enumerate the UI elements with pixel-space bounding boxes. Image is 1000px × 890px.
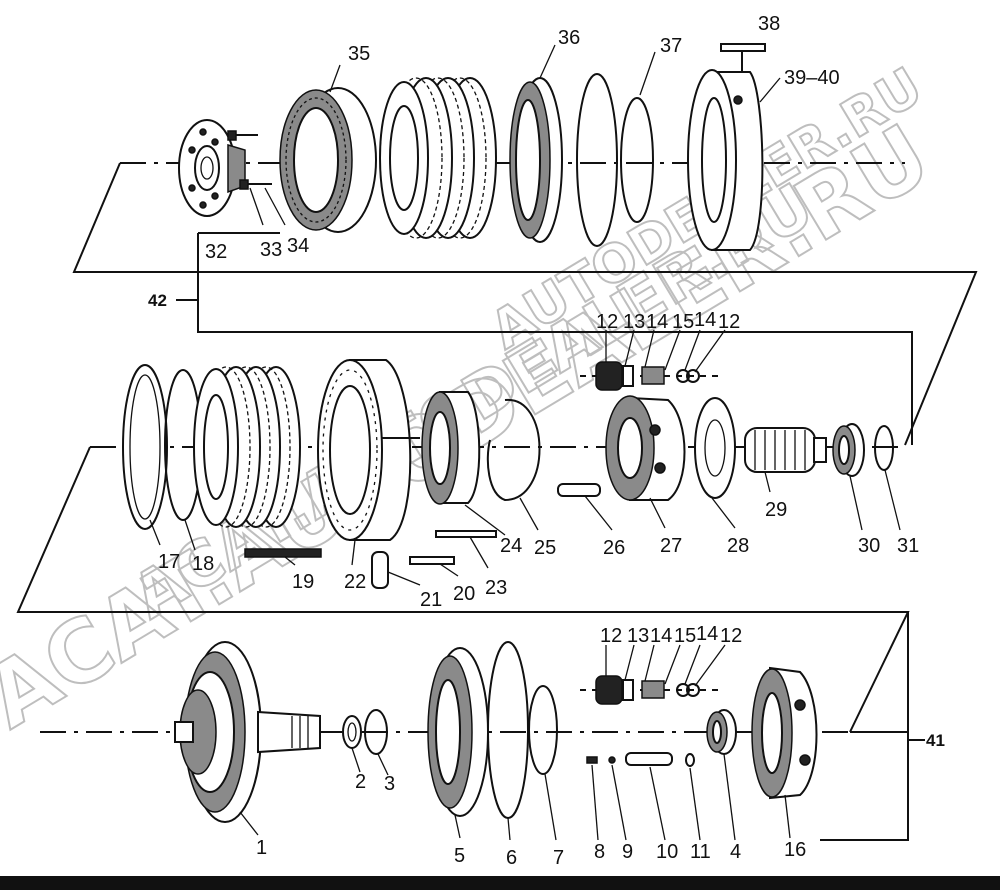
- part-26-pin: [557, 483, 601, 497]
- label-12: 12: [596, 311, 618, 333]
- label-14: 14: [646, 311, 668, 333]
- label-41: 41: [926, 731, 945, 750]
- part-clutch-pack-top: [379, 77, 497, 239]
- part-seal-ring: [576, 73, 618, 247]
- label-14: 14: [696, 623, 718, 645]
- label-15: 15: [672, 311, 694, 333]
- part-1-gear-shaft: [174, 641, 321, 823]
- part-23-rod: [435, 530, 497, 538]
- part-29-splined-shaft: [744, 427, 827, 473]
- part-9-pin: [608, 756, 616, 764]
- part-labels: 35 36 37 38 39–40 32 33 34 42 12 13 14 1…: [148, 13, 945, 869]
- part-16-planet-carrier: [751, 666, 818, 800]
- label-35: 35: [348, 43, 370, 65]
- part-4-bearing: [706, 709, 737, 755]
- label-42: 42: [148, 291, 167, 310]
- part-38-pin: [720, 43, 766, 72]
- part-6-seal-ring: [487, 641, 529, 819]
- bottom-border-bar: [0, 876, 1000, 890]
- label-1: 1: [256, 837, 267, 859]
- label-3: 3: [384, 773, 395, 795]
- part-12-15-gear-set-bottom: [580, 675, 720, 705]
- part-17-plate: [122, 364, 168, 530]
- label-28: 28: [727, 535, 749, 557]
- part-20-rod: [409, 556, 455, 565]
- part-8-pin: [586, 756, 598, 764]
- label-36: 36: [558, 27, 580, 49]
- label-18: 18: [192, 553, 214, 575]
- label-31: 31: [897, 535, 919, 557]
- label-29: 29: [765, 499, 787, 521]
- label-9: 9: [622, 841, 633, 863]
- label-6: 6: [506, 847, 517, 869]
- part-3-ring: [364, 709, 388, 755]
- part-10-shaft: [625, 752, 673, 766]
- label-12: 12: [720, 625, 742, 647]
- label-19: 19: [292, 571, 314, 593]
- label-30: 30: [858, 535, 880, 557]
- part-19-strip: [244, 548, 322, 558]
- part-39-40-housing: [687, 69, 764, 251]
- label-5: 5: [454, 845, 465, 867]
- part-35-ring-gear: [279, 87, 377, 233]
- label-2: 2: [355, 771, 366, 793]
- part-27-planet-carrier: [605, 395, 686, 501]
- label-12: 12: [600, 625, 622, 647]
- label-4: 4: [730, 841, 741, 863]
- part-33-34-bolts: [227, 130, 272, 190]
- part-clutch-pack-middle: [193, 366, 301, 528]
- label-13: 13: [623, 311, 645, 333]
- label-15: 15: [674, 625, 696, 647]
- part-12-15-gear-set-middle: [580, 361, 720, 391]
- label-23: 23: [485, 577, 507, 599]
- label-14: 14: [650, 625, 672, 647]
- label-11: 11: [690, 841, 711, 863]
- label-27: 27: [660, 535, 682, 557]
- part-28-plate: [694, 397, 736, 499]
- label-26: 26: [603, 537, 625, 559]
- part-30-bearing: [832, 423, 865, 477]
- label-14: 14: [694, 309, 716, 331]
- label-25: 25: [534, 537, 556, 559]
- part-11-washer: [685, 753, 695, 767]
- label-16: 16: [784, 839, 806, 861]
- label-20: 20: [453, 583, 475, 605]
- label-13: 13: [627, 625, 649, 647]
- part-7-seal-ring: [528, 685, 558, 775]
- label-24: 24: [500, 535, 522, 557]
- part-31-ring: [874, 425, 894, 471]
- label-34: 34: [287, 235, 309, 257]
- label-12: 12: [718, 311, 740, 333]
- label-17: 17: [158, 551, 180, 573]
- label-39-40: 39–40: [784, 67, 840, 89]
- part-36-piston: [509, 77, 563, 243]
- label-32: 32: [205, 241, 227, 263]
- label-7: 7: [553, 847, 564, 869]
- label-38: 38: [758, 13, 780, 35]
- part-24-drum: [421, 391, 481, 505]
- part-37-seal-ring: [620, 97, 654, 223]
- label-22: 22: [344, 571, 366, 593]
- leader-lines: [149, 44, 901, 841]
- label-21: 21: [420, 589, 442, 611]
- part-22-carrier-housing: [317, 359, 420, 541]
- label-37: 37: [660, 35, 682, 57]
- part-2-ring: [342, 715, 362, 749]
- label-10: 10: [656, 841, 678, 863]
- part-21-sleeve: [371, 551, 389, 589]
- label-33: 33: [260, 239, 282, 261]
- label-8: 8: [594, 841, 605, 863]
- part-5-piston: [427, 647, 489, 817]
- part-25-snap-ring: [486, 398, 541, 502]
